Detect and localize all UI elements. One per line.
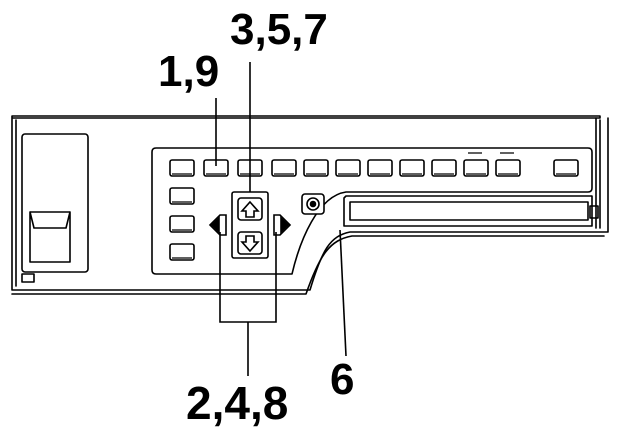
slot-end-cap [589,205,599,219]
top-button-1[interactable] [169,159,195,177]
down-arrow-icon [240,235,260,253]
top-button-11[interactable] [495,159,521,177]
top-button-12[interactable] [553,159,579,177]
callout-label-6: 6 [330,355,355,404]
chassis-bottom-lip [11,235,605,295]
top-button-10[interactable] [463,159,489,177]
side-button-2[interactable] [169,215,195,233]
tape-slot [343,195,593,227]
top-button-7[interactable] [367,159,393,177]
indicator-lamp [21,273,35,283]
knob-center [309,200,317,208]
right-arrow-icon [280,216,290,234]
side-button-3[interactable] [169,243,195,261]
left-compartment [21,133,89,273]
left-arrow-icon [210,216,220,234]
device-chassis [11,115,609,291]
up-arrow-icon [240,200,260,218]
leader-line-2-4-8 [219,232,277,376]
callout-label-2-4-8: 2,4,8 [186,377,289,429]
top-button-5[interactable] [303,159,329,177]
side-button-1[interactable] [169,187,195,205]
top-button-4[interactable] [271,159,297,177]
top-button-8[interactable] [399,159,425,177]
top-button-9[interactable] [431,159,457,177]
chassis-inner-edge [15,117,601,287]
button-shadow-lines [172,173,576,259]
callout-label-1-9: 1,9 [158,47,220,96]
eject-slot [29,211,71,263]
control-panel-frame [151,147,593,275]
callout-label-3-5-7: 3,5,7 [230,5,328,54]
top-button-6[interactable] [335,159,361,177]
leader-line-6 [339,229,347,357]
